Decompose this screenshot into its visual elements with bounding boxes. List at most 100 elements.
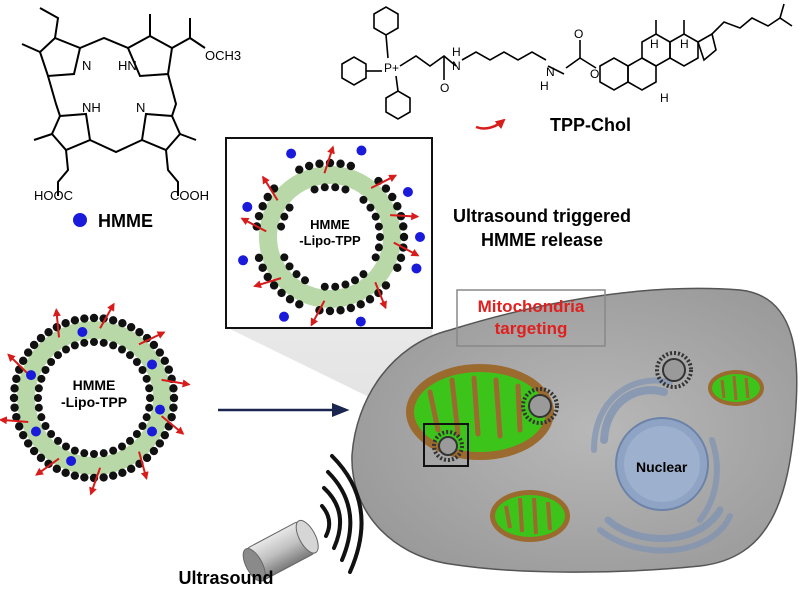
lipid-head <box>277 222 286 231</box>
tpp-arrow <box>7 353 29 375</box>
lipid-head <box>277 288 286 298</box>
lipid-head <box>169 384 178 393</box>
tpp-atom-h4: H <box>680 37 689 51</box>
tpp-arrow <box>89 467 102 496</box>
lipid-head <box>371 253 380 262</box>
tpp-atom-h3: H <box>650 37 659 51</box>
lipid-head <box>263 272 272 282</box>
lipid-head <box>99 338 108 347</box>
tpp-arrow <box>35 457 60 476</box>
hmme-atom-nh: NH <box>82 100 101 115</box>
tpp-arrow <box>393 241 420 257</box>
lipid-head <box>99 473 108 482</box>
lipid-head <box>346 161 356 171</box>
lipid-head <box>36 453 46 463</box>
ultrasound-waves-icon <box>320 454 364 574</box>
lipo-label-line2: -Lipo-TPP <box>61 394 127 410</box>
hmme-atom-och3: OCH3 <box>205 48 241 63</box>
burst-liposome <box>238 145 425 327</box>
tpp-atom-n1: N <box>452 59 461 73</box>
lipid-head <box>295 300 304 309</box>
tpp-atom-o3: O <box>590 67 599 81</box>
hmme-atom-cooh: COOH <box>170 188 209 203</box>
mitochondrion-right <box>708 370 764 406</box>
lipid-head <box>132 429 141 438</box>
tpp-arrow <box>52 308 61 338</box>
ultrasound-transducer-icon <box>242 519 319 582</box>
tpp-atom-o1: O <box>440 81 449 95</box>
hmme-dot <box>402 187 413 197</box>
lipid-head <box>145 403 154 412</box>
lipid-head <box>126 464 136 474</box>
lipid-head <box>399 222 408 231</box>
hmme-dot <box>77 327 88 338</box>
lipid-head <box>295 165 304 174</box>
hmme-dot <box>411 263 422 274</box>
lipid-head <box>341 280 350 289</box>
lipid-head <box>331 282 340 291</box>
lipid-head <box>10 403 19 412</box>
lipid-head <box>359 195 368 204</box>
lipid-head <box>14 422 24 431</box>
lipid-head <box>160 356 170 366</box>
liposome-core <box>43 347 145 449</box>
lipid-head <box>381 184 391 193</box>
hmme-atom-hn: HN <box>118 58 137 73</box>
tpp-arrow <box>253 277 282 289</box>
lipid-head <box>396 253 406 263</box>
lipid-head <box>54 351 63 360</box>
lipid-head <box>280 212 289 221</box>
lipid-head <box>138 422 147 430</box>
lipid-head <box>18 430 28 440</box>
lipid-head <box>381 281 391 290</box>
liposome-core <box>285 192 375 282</box>
tpp-chol-label: TPP-Chol <box>550 115 631 135</box>
lipid-head <box>155 439 165 448</box>
lipid-head <box>285 262 294 271</box>
lipid-head <box>341 185 350 194</box>
lipid-head <box>70 471 80 480</box>
lipid-head <box>132 358 141 367</box>
tpp-chol-structure <box>341 3 793 120</box>
lipid-head <box>146 394 154 402</box>
lipid-head <box>325 306 335 316</box>
lipid-head <box>149 340 159 350</box>
burst-label-line1: HMME <box>310 217 350 232</box>
hmme-dot <box>66 455 77 466</box>
lipid-head <box>258 263 267 272</box>
hmme-atom-n2: N <box>136 100 145 115</box>
lipid-head <box>29 340 39 350</box>
lipid-head <box>44 459 53 469</box>
lipid-head <box>118 468 127 478</box>
lipid-head <box>14 365 24 374</box>
hmme-dot <box>30 426 41 437</box>
lipid-head <box>315 159 324 168</box>
lipid-head <box>80 473 89 482</box>
lipid-head <box>285 295 295 304</box>
lipid-head <box>41 366 50 374</box>
lipid-head <box>292 270 301 279</box>
lipid-head <box>254 211 264 221</box>
hmme-dot <box>26 370 37 381</box>
lipid-head <box>80 314 89 323</box>
lipid-head <box>80 338 89 347</box>
hmme-dot <box>356 145 367 156</box>
lipid-head <box>54 436 63 445</box>
lipid-head <box>280 253 289 262</box>
tpp-arrow <box>160 415 185 435</box>
hmme-atom-n1: N <box>82 58 91 73</box>
tpp-chol-arrow-icon <box>475 118 506 130</box>
lipid-head <box>29 446 39 456</box>
lipid-head <box>37 374 46 383</box>
lipid-head <box>142 374 151 383</box>
hmme-dot <box>355 316 366 327</box>
small-liposomes <box>432 351 693 462</box>
lipid-head <box>393 202 402 211</box>
lipid-head <box>365 295 375 304</box>
lipid-head <box>263 192 272 202</box>
mito-label-line1: Mitochondria <box>478 297 585 316</box>
lipid-head <box>169 393 179 403</box>
tpp-atom-h2: H <box>540 79 549 93</box>
tpp-arrow <box>310 300 326 327</box>
lipid-head <box>125 351 134 360</box>
